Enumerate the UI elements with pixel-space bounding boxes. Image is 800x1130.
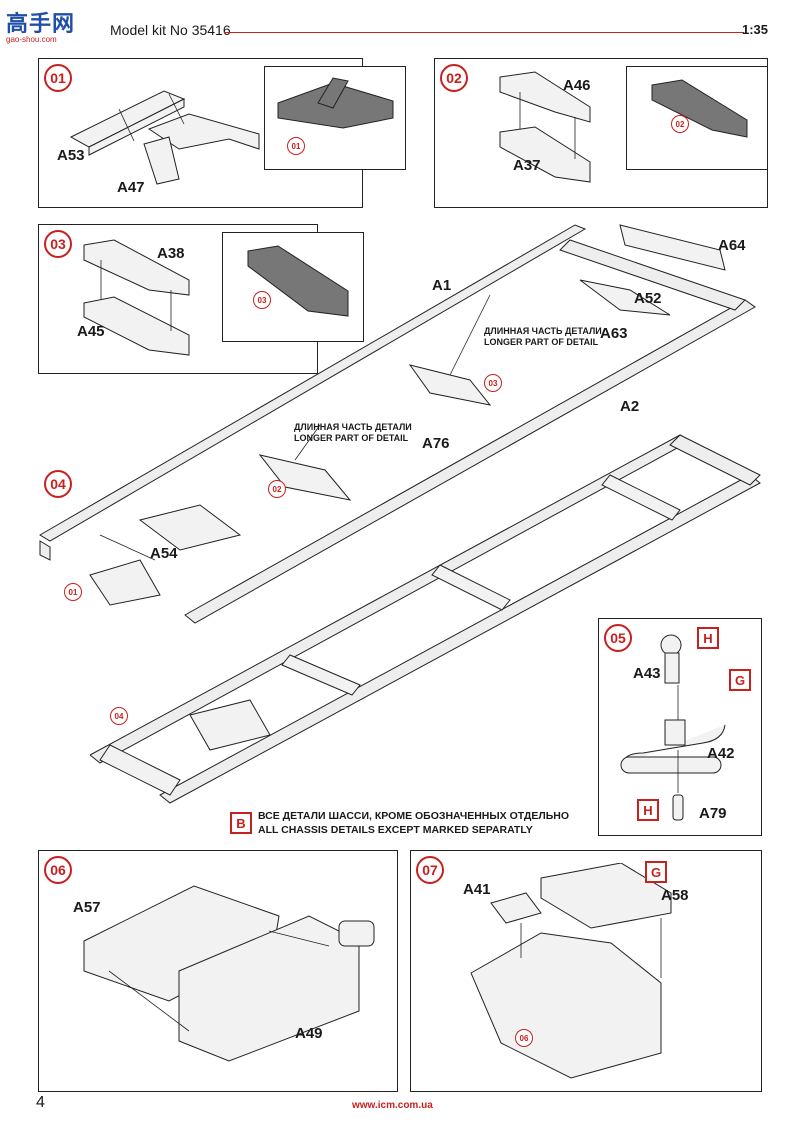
ref-04: 04 xyxy=(110,707,128,725)
part-label-a53: A53 xyxy=(57,147,85,164)
step-03-result-illustration xyxy=(247,245,349,317)
ref-03: 03 xyxy=(253,291,271,309)
step-07-badge: 07 xyxy=(416,856,444,884)
step-05-panel: A43 A42 A79 H G H xyxy=(598,618,762,836)
site-logo[interactable]: 高手网 gao-shou.com xyxy=(6,6,106,46)
paint-code-h-2: H xyxy=(637,799,659,821)
ref-06: 06 xyxy=(515,1029,533,1047)
step-01-result-illustration xyxy=(277,77,394,129)
part-label-a76: A76 xyxy=(422,435,450,452)
chassis-note-ru: ВСЕ ДЕТАЛИ ШАССИ, КРОМЕ ОБОЗНАЧЕННЫХ ОТД… xyxy=(258,810,570,822)
part-label-a58: A58 xyxy=(661,887,689,904)
header-rule xyxy=(224,32,744,33)
paint-code-g-2: G xyxy=(645,861,667,883)
part-label-a52: A52 xyxy=(634,290,662,307)
step-05-illustration xyxy=(620,634,726,821)
assembled-frame-illustration xyxy=(90,434,761,804)
ref-03-on-frame: 03 xyxy=(484,374,502,392)
part-label-a63: A63 xyxy=(600,325,628,342)
part-label-a54: A54 xyxy=(150,545,178,562)
paint-code-h: H xyxy=(697,627,719,649)
part-label-a1: A1 xyxy=(432,277,452,294)
step-02-badge: 02 xyxy=(440,64,468,92)
ref-01-on-frame: 01 xyxy=(64,583,82,601)
part-label-a42: A42 xyxy=(707,745,735,762)
step-07-illustration xyxy=(470,863,672,1079)
part-label-a45: A45 xyxy=(77,323,105,340)
step-04-badge: 04 xyxy=(44,470,72,498)
step-03-result-panel: 03 xyxy=(222,232,364,342)
note-longer-part-en: LONGER PART OF DETAIL xyxy=(294,433,409,443)
part-label-a37: A37 xyxy=(513,157,541,174)
part-label-a2: A2 xyxy=(620,398,640,415)
step-01-illustration xyxy=(69,90,260,185)
note-longer-part-en: LONGER PART OF DETAIL xyxy=(484,337,599,347)
part-label-a47: A47 xyxy=(117,179,145,196)
note-longer-part-ru: ДЛИННАЯ ЧАСТЬ ДЕТАЛИ xyxy=(294,422,412,432)
step-05-badge: 05 xyxy=(604,624,632,652)
part-label-a46: A46 xyxy=(563,77,591,94)
part-label-a57: A57 xyxy=(73,899,101,916)
part-label-a38: A38 xyxy=(157,245,185,262)
step-02-result-illustration xyxy=(651,79,748,138)
step-01-badge: 01 xyxy=(44,64,72,92)
note-longer-part-1: ДЛИННАЯ ЧАСТЬ ДЕТАЛИ LONGER PART OF DETA… xyxy=(484,326,602,348)
step-06-illustration xyxy=(83,885,375,1062)
scale-label: 1:35 xyxy=(742,22,769,37)
step-04-frame-exploded xyxy=(39,224,756,624)
chassis-note: ВСЕ ДЕТАЛИ ШАССИ, КРОМЕ ОБОЗНАЧЕННЫХ ОТД… xyxy=(258,809,569,837)
footer-link[interactable]: www.icm.com.ua xyxy=(352,1100,433,1111)
chassis-note-en: ALL CHASSIS DETAILS EXCEPT MARKED SEPARA… xyxy=(258,824,533,836)
part-label-a49: A49 xyxy=(295,1025,323,1042)
step-01-result-panel: 01 xyxy=(264,66,406,170)
step-06-panel: A57 A49 xyxy=(38,850,398,1092)
logo-url: gao-shou.com xyxy=(6,35,57,44)
step-03-badge: 03 xyxy=(44,230,72,258)
ref-01: 01 xyxy=(287,137,305,155)
ref-02: 02 xyxy=(671,115,689,133)
part-label-a64: A64 xyxy=(718,237,746,254)
step-03-illustration xyxy=(83,239,190,356)
part-label-a43: A43 xyxy=(633,665,661,682)
page-number: 4 xyxy=(36,1094,45,1111)
paint-code-b: B xyxy=(230,812,252,834)
ref-02-on-frame: 02 xyxy=(268,480,286,498)
step-02-result-panel: 02 xyxy=(626,66,768,170)
note-longer-part-2: ДЛИННАЯ ЧАСТЬ ДЕТАЛИ LONGER PART OF DETA… xyxy=(294,422,412,444)
note-longer-part-ru: ДЛИННАЯ ЧАСТЬ ДЕТАЛИ xyxy=(484,326,602,336)
page-title: Model kit No 35416 xyxy=(110,22,231,38)
step-07-panel: A41 A58 G 06 xyxy=(410,850,762,1092)
part-label-a41: A41 xyxy=(463,881,491,898)
part-label-a79: A79 xyxy=(699,805,727,822)
step-06-badge: 06 xyxy=(44,856,72,884)
paint-code-g: G xyxy=(729,669,751,691)
step-02-illustration xyxy=(499,71,591,183)
logo-text: 高手网 xyxy=(6,12,76,37)
